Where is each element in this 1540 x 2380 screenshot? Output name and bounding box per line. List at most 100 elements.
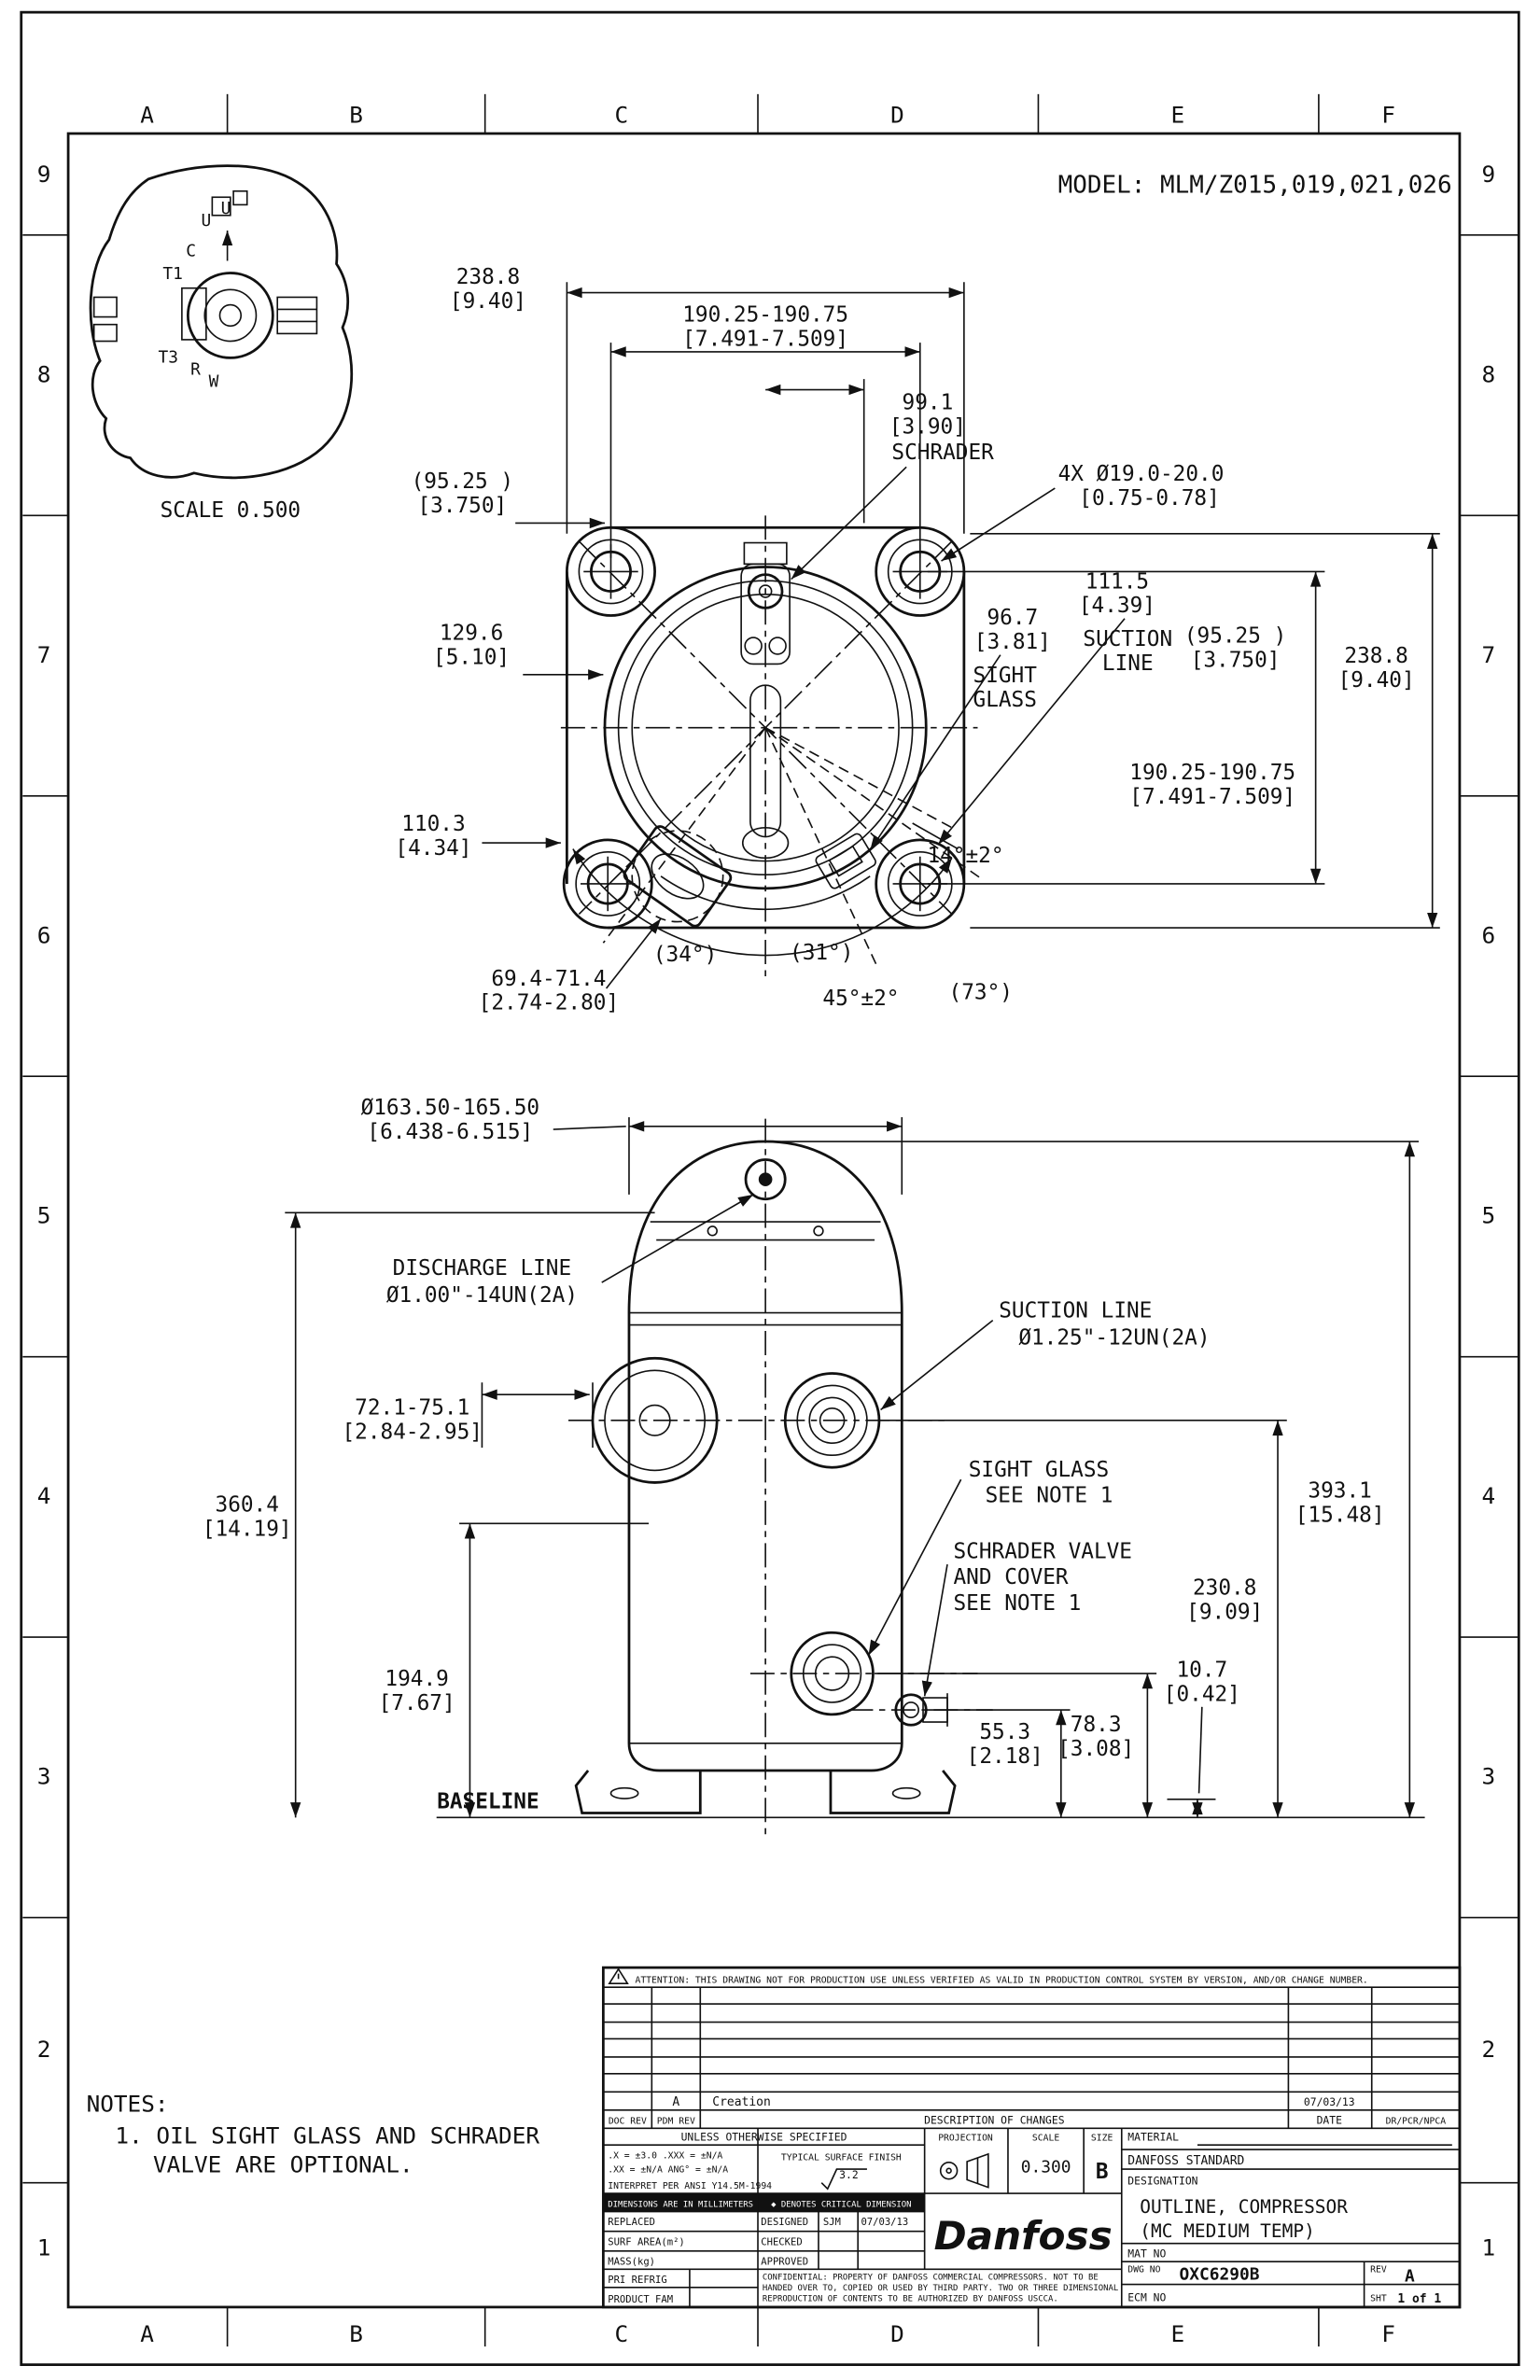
- discharge-fitting: [744, 1158, 787, 1201]
- angle-14: 14°±2°: [927, 844, 1003, 868]
- projection-symbol-icon: [939, 2152, 989, 2189]
- dim-96-in: [3.81]: [974, 630, 1051, 654]
- schrader-valve-label-1: SCHRADER VALVE: [954, 1540, 1133, 1564]
- grid-letter: E: [1171, 102, 1185, 129]
- confidential-line-1: CONFIDENTIAL: PROPERTY OF DANFOSS COMMER…: [763, 2274, 1099, 2283]
- grid-letter: E: [1171, 2320, 1185, 2347]
- grid-column-letters-bottom: A B C D E F: [140, 2320, 1395, 2347]
- side-view-labels: Ø163.50-165.50 [6.438-6.515] DISCHARGE L…: [203, 1096, 1385, 1814]
- warning-icon: [608, 1967, 629, 1984]
- critical-note-box: [758, 2193, 925, 2212]
- grid-row-numbers-left: 9 8 7 6 5 4 3 2 1: [37, 161, 51, 2261]
- product-fam-label: PRODUCT FAM: [608, 2294, 673, 2305]
- material-label: MATERIAL: [1127, 2130, 1179, 2143]
- pri-refrig-label: PRI REFRIG: [608, 2275, 667, 2286]
- dim-10-mm: 10.7: [1176, 1658, 1227, 1682]
- grid-letter: D: [890, 2320, 904, 2347]
- top-view-labels: 238.8 [9.40] 190.25-190.75 [7.491-7.509]…: [395, 265, 1414, 1015]
- notes-title: NOTES:: [87, 2090, 169, 2117]
- sight-glass-label-1: SIGHT: [973, 664, 1038, 688]
- grid-number: 6: [37, 921, 51, 948]
- header-pdm-rev: PDM REV: [657, 2116, 695, 2126]
- designed-value: SJM: [823, 2217, 841, 2228]
- mounting-feet: [574, 1770, 957, 1814]
- side-view-dimensions: [285, 1117, 1420, 1818]
- grid-letter: A: [140, 2320, 154, 2347]
- side-view: Ø163.50-165.50 [6.438-6.515] DISCHARGE L…: [203, 1096, 1425, 1838]
- model-label: MODEL: MLM/Z015,019,021,026: [1058, 171, 1452, 199]
- designation-line-1: OUTLINE, COMPRESSOR: [1140, 2196, 1348, 2218]
- dim-190-right-in: [7.491-7.509]: [1129, 785, 1295, 809]
- dim-78-mm: 78.3: [1071, 1713, 1122, 1737]
- grid-number: 3: [1481, 1763, 1495, 1790]
- grid-number: 4: [1481, 1482, 1495, 1509]
- header-description: DESCRIPTION OF CHANGES: [924, 2113, 1065, 2126]
- compressor-shell: [627, 1140, 903, 1772]
- dims-note-box: [603, 2193, 759, 2212]
- grid-letter: B: [349, 2320, 363, 2347]
- grid-column-letters-top: A B C D E F: [140, 102, 1395, 129]
- dwg-no-label: DWG NO: [1127, 2265, 1160, 2275]
- suction-line-label-1: SUCTION: [1083, 627, 1172, 651]
- grid-letter: C: [615, 2320, 629, 2347]
- grid-letter: C: [615, 102, 629, 129]
- grid-number: 2: [37, 2036, 51, 2063]
- dims-note: DIMENSIONS ARE IN MILLIMETERS: [608, 2201, 753, 2210]
- dim-55-in: [2.18]: [967, 1744, 1043, 1769]
- dim-110-in: [4.34]: [395, 836, 471, 861]
- terminal-label: T1: [162, 264, 183, 284]
- dim-163-in: [6.438-6.515]: [367, 1120, 533, 1144]
- tolerance-line-1: .X = ±3.0 .XXX = ±N/A: [608, 2151, 722, 2162]
- grid-ticks: [22, 93, 1519, 2347]
- mat-no-label: MAT NO: [1127, 2247, 1166, 2260]
- grid-number: 6: [1481, 921, 1495, 948]
- dim-55-mm: 55.3: [979, 1720, 1030, 1744]
- dim-163-mm: Ø163.50-165.50: [361, 1096, 540, 1120]
- revision-history-table: A Creation 07/03/13 DOC REV PDM REV DESC…: [603, 1987, 1460, 2130]
- grid-letter: B: [349, 102, 363, 129]
- top-view-angle-lines: [572, 726, 983, 965]
- dim-360-mm: 360.4: [216, 1492, 279, 1517]
- terminal-label: U: [221, 199, 231, 218]
- surface-finish-value: 3.2: [839, 2168, 859, 2181]
- terminal-label: U: [201, 211, 211, 231]
- dim-194-mm: 194.9: [385, 1667, 448, 1691]
- grid-number: 8: [37, 360, 51, 387]
- dim-238-right-mm: 238.8: [1344, 644, 1407, 668]
- sight-glass-label-1: SIGHT GLASS: [969, 1458, 1109, 1482]
- size-value: B: [1096, 2160, 1109, 2184]
- notes-line-1: 1. OIL SIGHT GLASS AND SCHRADER: [115, 2122, 539, 2149]
- grid-letter: F: [1381, 2320, 1395, 2347]
- terminal-label: T3: [159, 347, 179, 367]
- surface-finish-label: TYPICAL SURFACE FINISH: [781, 2152, 902, 2163]
- dim-69-mm: 69.4-71.4: [491, 967, 606, 991]
- grid-number: 5: [37, 1202, 51, 1229]
- rev-value: A: [1405, 2266, 1415, 2286]
- scale-value: 0.300: [1021, 2157, 1071, 2177]
- approved-label: APPROVED: [761, 2256, 808, 2267]
- ecm-no-label: ECM NO: [1127, 2290, 1166, 2303]
- dim-238-right-in: [9.40]: [1338, 668, 1415, 693]
- sight-glass-label-2: GLASS: [973, 688, 1037, 712]
- header-doc-rev: DOC REV: [609, 2116, 647, 2126]
- dim-129-mm: 129.6: [440, 621, 503, 645]
- dim-95-left-in: [3.750]: [417, 494, 507, 518]
- schrader-fitting-top: [740, 541, 791, 665]
- grid-number: 8: [1481, 360, 1495, 387]
- tolerance-title: UNLESS OTHERWISE SPECIFIED: [681, 2130, 847, 2143]
- dim-96-mm: 96.7: [987, 606, 1038, 630]
- notes-line-2: VALVE ARE OPTIONAL.: [153, 2150, 413, 2177]
- terminal-label: W: [209, 371, 219, 391]
- header-dr-pcr-npca: DR/PCR/NPCA: [1386, 2116, 1447, 2126]
- sight-glass-port-top: [815, 833, 876, 889]
- angle-31: (31°): [790, 941, 853, 965]
- notes: NOTES: 1. OIL SIGHT GLASS AND SCHRADER V…: [87, 2090, 540, 2177]
- revision-date: 07/03/13: [1304, 2095, 1355, 2108]
- dim-190-right-mm: 190.25-190.75: [1129, 761, 1295, 785]
- dim-99-mm: 99.1: [903, 391, 954, 415]
- dim-360-in: [14.19]: [203, 1517, 292, 1541]
- confidential-line-2: HANDED OVER TO, COPIED OR USED BY THIRD …: [763, 2284, 1118, 2293]
- grid-number: 1: [1481, 2234, 1495, 2261]
- grid-letter: F: [1381, 102, 1395, 129]
